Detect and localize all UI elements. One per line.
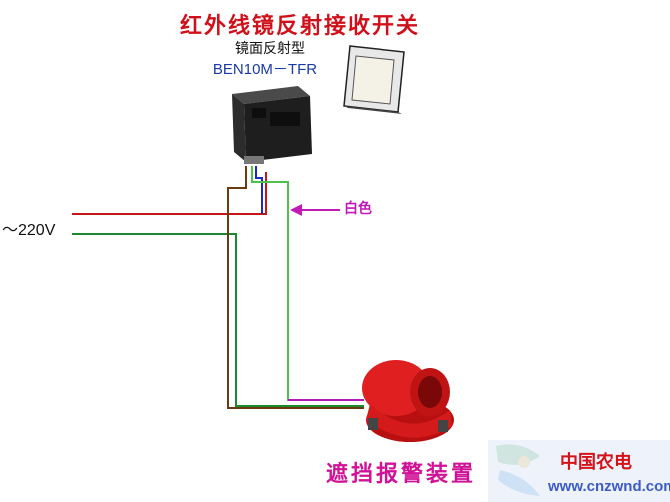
- watermark-panel: [488, 440, 670, 502]
- wire-red-live: [72, 172, 267, 215]
- voltage-label: ～220V: [2, 222, 56, 239]
- diagram-title: 红外线镜反射接收开关: [179, 13, 420, 39]
- white-wire-label: 白色: [344, 201, 372, 217]
- wire-green-neutral: [72, 233, 364, 407]
- watermark-url: www.cnzwnd.com: [548, 478, 670, 495]
- sensor-model-label: BEN10M－TFR: [212, 61, 318, 78]
- wire-blue: [255, 166, 263, 214]
- reflector-plate: [343, 45, 405, 114]
- wiring: [72, 166, 364, 409]
- sensor-type-label: 镜面反射型: [235, 41, 305, 57]
- watermark-site-name: 中国农电: [560, 452, 632, 473]
- white-wire-arrow: [290, 204, 340, 216]
- wire-brown: [227, 166, 364, 409]
- alarm-label: 遮挡报警装置: [326, 461, 477, 487]
- alarm-siren: [362, 360, 454, 442]
- sensor-body: [232, 86, 312, 164]
